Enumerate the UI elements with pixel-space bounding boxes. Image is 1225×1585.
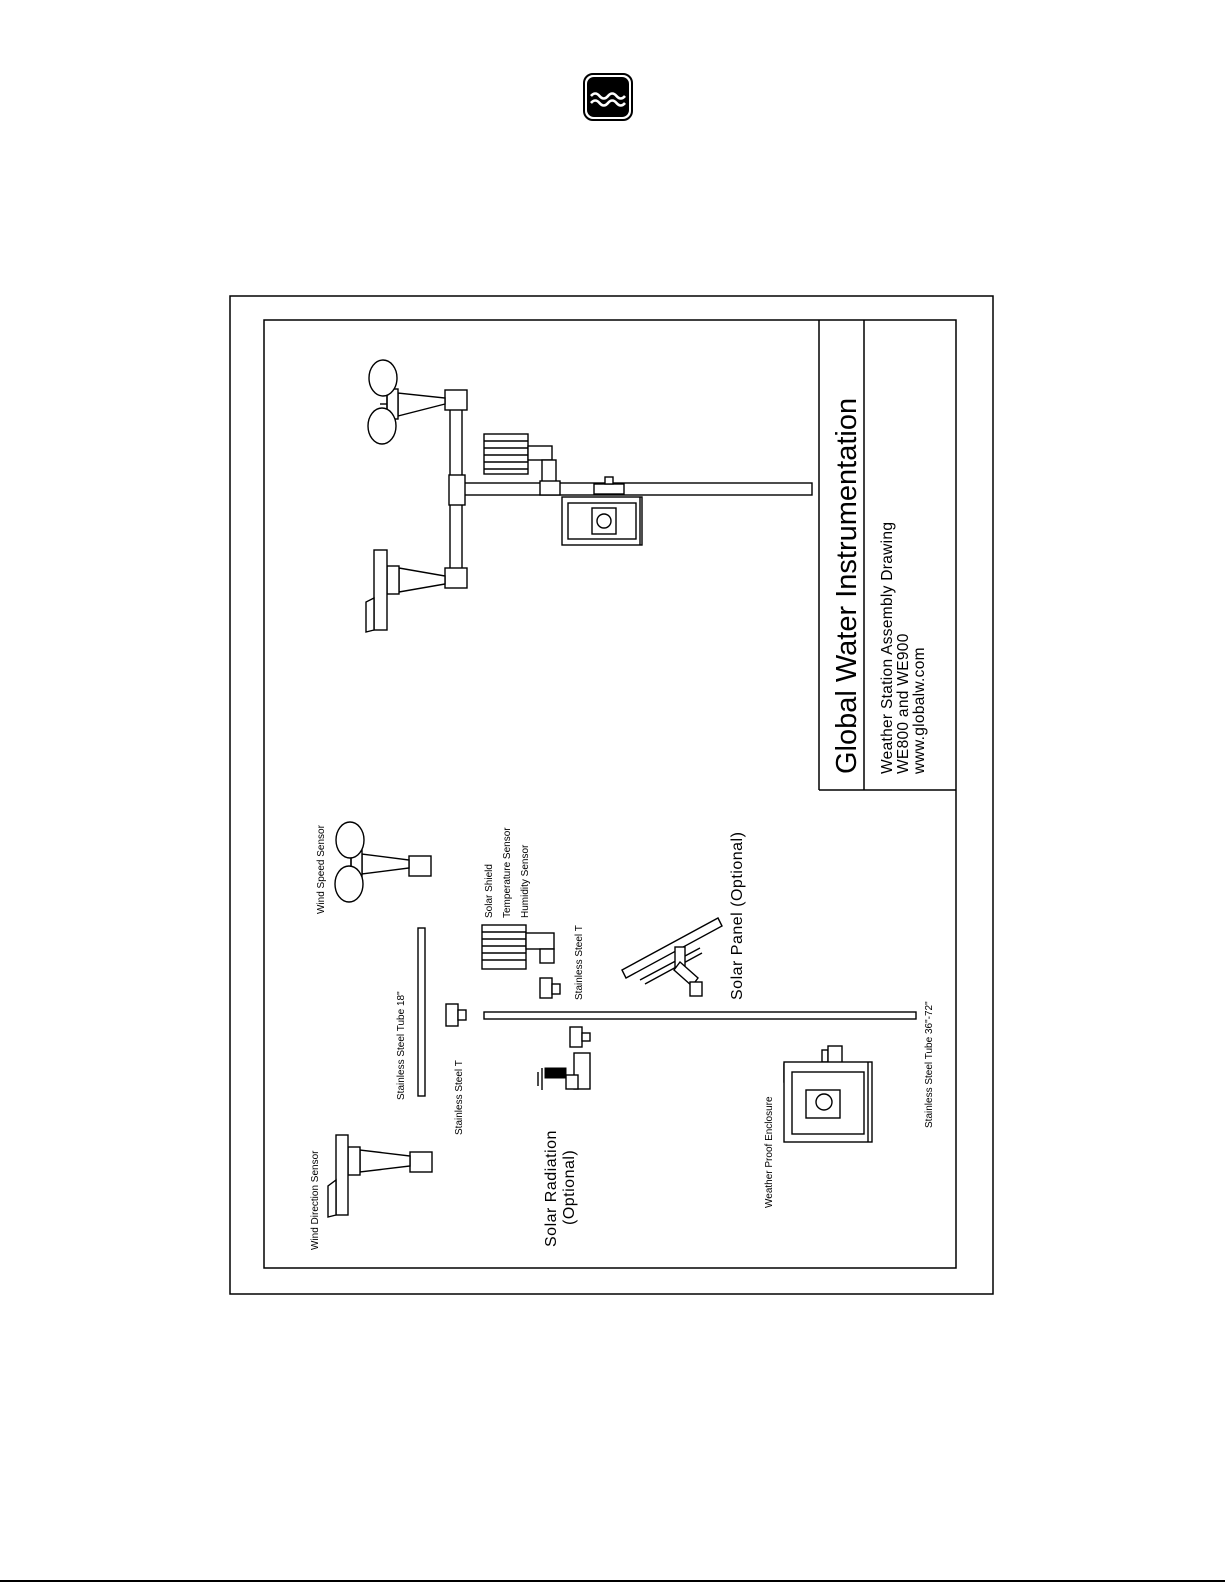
assembled-station: [365, 359, 813, 633]
assembled-solar-shield: [483, 433, 561, 496]
solar-radiation-sensor-part: [537, 1026, 591, 1090]
label-wind-direction-sensor: Wind Direction Sensor: [310, 1150, 321, 1250]
label-steel-t-1: Stainless Steel T: [454, 1060, 465, 1135]
inner-frame: [263, 319, 957, 1269]
wind-direction-sensor-part: [327, 1134, 433, 1218]
title-block: Global Water Instrumentation Weather Sta…: [818, 320, 956, 791]
company-title: Global Water Instrumentation: [831, 398, 863, 774]
website: www.globalw.com: [911, 647, 928, 775]
bottom-rule: [0, 1580, 1225, 1582]
steel-tube-36-72-part: [483, 1011, 917, 1020]
label-steel-t-2: Stainless Steel T: [574, 925, 585, 1000]
label-temperature-sensor: Temperature Sensor: [502, 827, 513, 918]
assembled-wind-direction-sensor: [365, 549, 446, 633]
label-weather-proof-enclosure: Weather Proof Enclosure: [764, 1096, 775, 1208]
drawing-title: Weather Station Assembly Drawing: [879, 522, 896, 774]
label-steel-tube-36-72: Stainless Steel Tube 36"-72": [924, 1001, 935, 1128]
steel-t-part-1: [445, 1003, 467, 1027]
label-solar-radiation-optional: (Optional): [561, 1150, 578, 1225]
assembled-mast: [461, 482, 813, 496]
assembled-wind-speed-sensor: [367, 359, 446, 445]
model-numbers: WE800 and WE900: [895, 633, 912, 774]
water-wave-logo-icon: [583, 73, 633, 121]
assembled-enclosure: [561, 476, 643, 546]
solar-panel-part: [621, 917, 723, 997]
label-solar-panel: Solar Panel (Optional): [729, 832, 746, 1000]
steel-tube-18-part: [417, 927, 426, 1097]
label-steel-tube-18: Stainless Steel Tube 18": [396, 991, 407, 1100]
label-solar-radiation: Solar Radiation: [543, 1130, 560, 1247]
outer-frame: [229, 295, 994, 1295]
label-solar-shield: Solar Shield: [484, 864, 495, 918]
steel-t-part-2: [539, 977, 561, 999]
label-humidity-sensor: Humidity Sensor: [520, 844, 531, 918]
weather-proof-enclosure-part: [783, 1045, 873, 1143]
label-wind-speed-sensor: Wind Speed Sensor: [316, 824, 327, 914]
solar-shield-part: [481, 924, 555, 970]
wind-speed-sensor-part: [334, 821, 432, 903]
